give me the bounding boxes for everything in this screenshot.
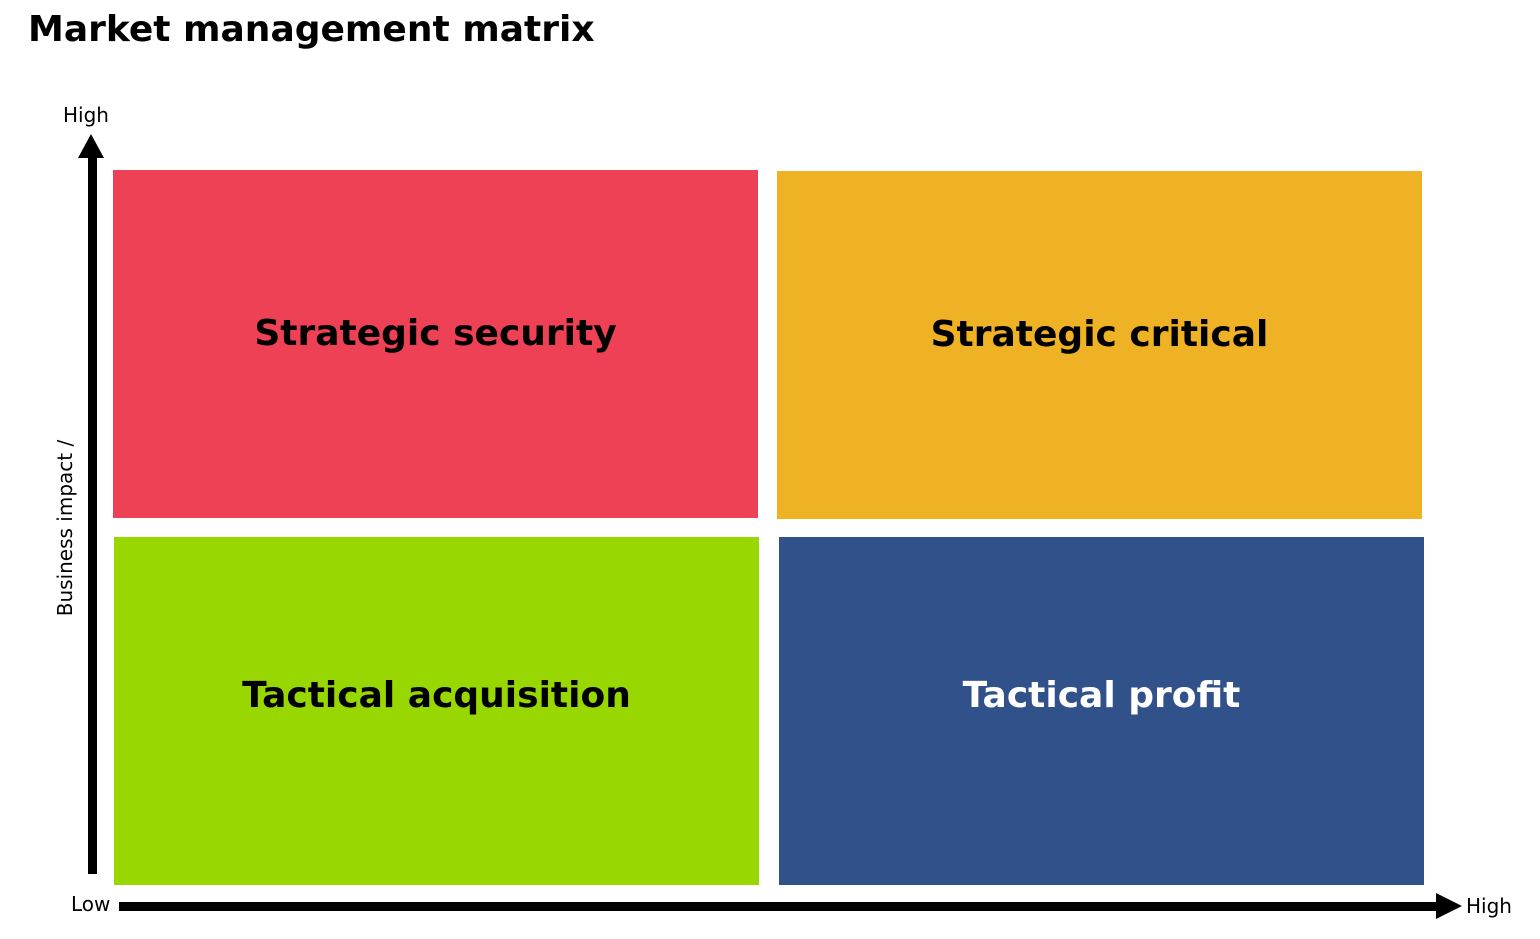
y-axis-line (88, 152, 97, 874)
quadrant-strategic-critical: Strategic critical (777, 171, 1422, 519)
quadrant-label: Tactical profit (962, 675, 1241, 716)
quadrant-tactical-acquisition: Tactical acquisition (114, 537, 759, 885)
x-axis-arrowhead (1436, 893, 1462, 919)
x-axis-line (119, 902, 1439, 911)
quadrant-label: Tactical acquisition (242, 675, 631, 716)
page-title: Market management matrix (28, 9, 595, 50)
y-axis-title: Business impact / (53, 439, 77, 617)
quadrant-label: Strategic security (254, 313, 617, 354)
quadrant-label: Strategic critical (930, 314, 1269, 355)
quadrant-tactical-profit: Tactical profit (779, 537, 1424, 885)
x-axis-high-label: High (1466, 894, 1512, 918)
y-axis-high-label: High (63, 103, 109, 127)
x-axis-low-label: Low (71, 892, 111, 916)
quadrant-strategic-security: Strategic security (113, 170, 758, 518)
